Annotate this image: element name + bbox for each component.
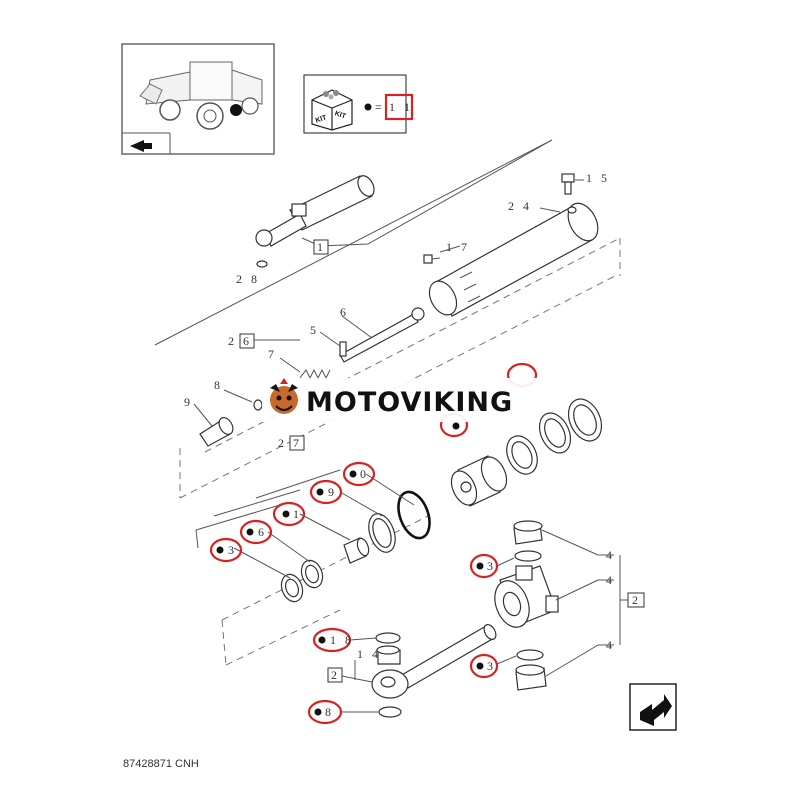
callout-5[interactable]: 5 bbox=[310, 323, 319, 337]
callout-4-bottom[interactable]: 4 bbox=[606, 638, 615, 652]
callout-16[interactable]: 6 bbox=[258, 525, 267, 539]
seal-lower-right[interactable] bbox=[516, 649, 544, 661]
machine-thumbnail[interactable] bbox=[121, 43, 275, 155]
callout-19[interactable]: 9 bbox=[328, 485, 337, 499]
callout-26-box[interactable]: 6 bbox=[243, 334, 252, 348]
pin-5[interactable] bbox=[339, 341, 347, 357]
callout-1[interactable]: 1 bbox=[317, 240, 326, 254]
rod-end-eye[interactable] bbox=[371, 623, 498, 699]
callout-27[interactable]: 2 bbox=[278, 436, 287, 450]
kit-label-left: KIT bbox=[315, 114, 329, 124]
callout-2-box[interactable]: 2 bbox=[632, 593, 641, 607]
callout-3-upper-right[interactable]: 3 bbox=[487, 559, 496, 573]
back-up-ring[interactable] bbox=[364, 510, 400, 556]
callout-8-bottom[interactable]: 8 bbox=[325, 705, 334, 719]
bolt-15[interactable] bbox=[561, 173, 575, 195]
callout-3-lower-right[interactable]: 3 bbox=[487, 659, 496, 673]
watermark-text: MOTOVIKING bbox=[306, 387, 513, 418]
callout-21[interactable]: 1 bbox=[293, 507, 302, 521]
callout-18[interactable]: 1 8 bbox=[330, 633, 354, 647]
fitting-17[interactable] bbox=[423, 254, 441, 264]
kit-ref-highlight bbox=[384, 93, 414, 121]
kit-label-right: KIT bbox=[334, 110, 348, 120]
viking-logo-icon bbox=[270, 378, 298, 414]
callout-9[interactable]: 9 bbox=[184, 395, 193, 409]
kit-ref-number[interactable]: 1 1 bbox=[389, 100, 413, 114]
seal-rings-right[interactable] bbox=[501, 394, 608, 479]
seal-pair-left[interactable] bbox=[278, 557, 326, 604]
cylinder-end-cap[interactable] bbox=[489, 565, 559, 632]
bushing-upper-right[interactable] bbox=[513, 520, 543, 545]
next-page-button[interactable] bbox=[629, 683, 677, 731]
bullet-dot bbox=[364, 103, 372, 111]
callout-15[interactable]: 1 5 bbox=[586, 171, 610, 185]
callout-4-mid[interactable]: 4 bbox=[606, 573, 615, 587]
navigate-arrow-icon[interactable] bbox=[130, 140, 152, 152]
callout-17[interactable]: 1 7 bbox=[446, 240, 470, 254]
kit-cube-icon bbox=[311, 89, 353, 131]
callout-6[interactable]: 6 bbox=[340, 305, 349, 319]
cylinder-assembly-small[interactable] bbox=[255, 173, 377, 268]
guide-line-upper bbox=[154, 139, 553, 346]
drawing-code: 87428871 CNH bbox=[123, 758, 199, 770]
piston-rod-6[interactable] bbox=[339, 307, 425, 363]
callout-3-left[interactable]: 3 bbox=[228, 543, 237, 557]
bracket-4 bbox=[541, 529, 628, 677]
plug-9[interactable] bbox=[199, 415, 236, 447]
callout-2-rod[interactable]: 2 bbox=[331, 668, 340, 682]
dashed-boundary-lower-bottom bbox=[225, 609, 341, 666]
callout-24[interactable]: 2 4 bbox=[508, 199, 532, 213]
tractor-sketch bbox=[139, 61, 263, 130]
leader-part-1 bbox=[301, 139, 553, 247]
watermark: MOTOVIKING bbox=[262, 378, 540, 422]
rod-end-seals[interactable] bbox=[375, 632, 402, 718]
leader-lines-kit bbox=[195, 469, 415, 579]
dashed-boundary-lower-left bbox=[221, 619, 227, 666]
callout-8[interactable]: 8 bbox=[214, 378, 223, 392]
callout-20[interactable]: 0 bbox=[360, 467, 369, 481]
o-ring-large[interactable] bbox=[393, 488, 436, 543]
kit-box[interactable]: KIT KIT = 1 1 bbox=[303, 74, 414, 134]
callout-26[interactable]: 2 bbox=[228, 334, 237, 348]
washer-8[interactable] bbox=[253, 399, 263, 411]
arrow-icon bbox=[640, 694, 672, 726]
callout-14[interactable]: 1 4 bbox=[357, 647, 381, 661]
bushing[interactable] bbox=[343, 537, 371, 564]
piston-head[interactable] bbox=[446, 453, 511, 509]
callout-27-box[interactable]: 7 bbox=[293, 436, 302, 450]
seal-upper-right[interactable] bbox=[514, 550, 542, 562]
callout-4-top[interactable]: 4 bbox=[606, 548, 615, 562]
cylinder-barrel-24[interactable] bbox=[424, 198, 604, 319]
dashed-boundary-lower-top bbox=[221, 514, 431, 621]
callout-28[interactable]: 2 8 bbox=[236, 272, 260, 286]
equals-sign: = bbox=[375, 100, 382, 114]
bushing-lower-right[interactable] bbox=[515, 664, 547, 691]
spring-7[interactable] bbox=[299, 368, 331, 380]
callout-7[interactable]: 7 bbox=[268, 347, 277, 361]
